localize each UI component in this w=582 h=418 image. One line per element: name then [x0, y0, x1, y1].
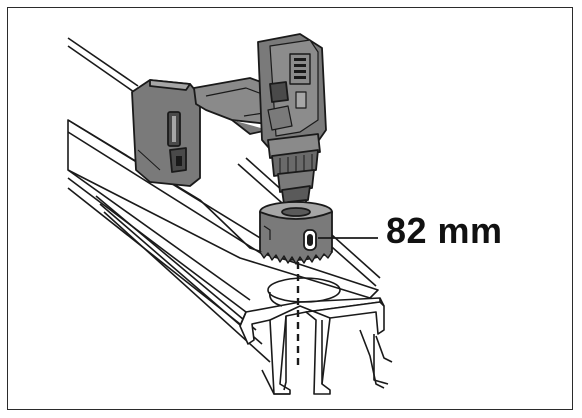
cordless-drill-icon: [131, 33, 327, 215]
rail-profile-icon: [67, 37, 381, 363]
drilled-hole: [267, 277, 341, 307]
dimension-label: 82 mm: [386, 210, 503, 251]
hole-saw-icon: [259, 201, 333, 265]
rail-end-section: [239, 297, 393, 395]
